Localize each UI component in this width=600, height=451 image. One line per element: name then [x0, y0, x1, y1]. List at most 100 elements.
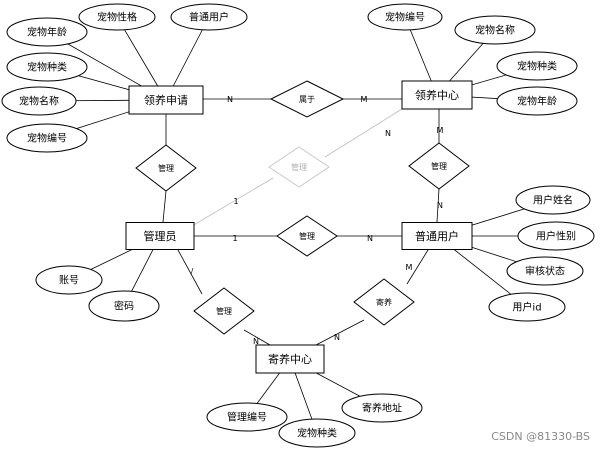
cardinality-label: N: [253, 337, 259, 346]
attribute[interactable]: 宠物年龄: [6, 17, 88, 47]
cardinality-label: N: [437, 201, 443, 210]
attribute-oval: [488, 292, 566, 322]
attribute-oval: [35, 265, 103, 295]
relationship[interactable]: 管理: [408, 142, 470, 190]
attribute-oval: [6, 17, 88, 47]
attribute[interactable]: 管理编号: [206, 402, 288, 432]
cardinality-label: 1: [233, 197, 238, 206]
relationship[interactable]: 寄养: [353, 278, 415, 326]
relationship-edge: [191, 177, 274, 227]
attribute[interactable]: 宠物种类: [278, 418, 356, 448]
attribute-label: 宠物名称: [475, 24, 515, 37]
attribute-oval: [454, 15, 536, 45]
attribute-label: 管理编号: [227, 411, 267, 424]
attribute-label: 用户性别: [536, 230, 576, 243]
attribute[interactable]: 寄养地址: [341, 393, 423, 423]
entity-box: [128, 85, 204, 115]
attribute[interactable]: 审核状态: [506, 256, 584, 286]
entity-box: [125, 222, 195, 250]
attribute[interactable]: 用户姓名: [515, 185, 591, 215]
entity-label: 管理员: [144, 229, 177, 243]
relationship[interactable]: 管理: [276, 215, 338, 257]
relationship[interactable]: 属于: [269, 80, 345, 118]
cardinality-label: N: [334, 333, 340, 342]
attribute-label: 宠物种类: [27, 61, 67, 74]
relationship-label: 管理: [158, 163, 174, 173]
attribute[interactable]: 宠物名称: [1, 86, 77, 116]
relationship-label: 管理: [291, 162, 307, 172]
attribute-oval: [6, 52, 88, 82]
relationship[interactable]: 管理: [135, 144, 197, 192]
attribute[interactable]: 宠物性格: [78, 3, 156, 31]
attribute-oval: [1, 86, 77, 116]
entity-box: [401, 80, 473, 110]
entity-admin[interactable]: 管理员: [125, 222, 195, 250]
entity-foster[interactable]: 寄养中心: [255, 344, 325, 374]
relationship[interactable]: 管理: [268, 146, 330, 188]
cardinality-label: N: [367, 234, 373, 243]
entity-label: 领养申请: [144, 93, 188, 107]
relationship-edge: [243, 329, 271, 346]
attribute[interactable]: 宠物编号: [367, 3, 443, 31]
attribute-label: 宠物种类: [297, 427, 337, 440]
cardinality-label: M: [437, 126, 444, 135]
entity-box: [401, 222, 473, 250]
attribute-label: 审核状态: [525, 265, 565, 278]
entity-user[interactable]: 普通用户: [401, 222, 473, 250]
attribute[interactable]: 宠物种类: [6, 52, 88, 82]
relationship-edge: [177, 249, 203, 295]
attribute-oval: [496, 51, 578, 81]
entity-apply[interactable]: 领养申请: [128, 85, 204, 115]
attribute-label: 宠物编号: [385, 11, 425, 24]
relationship-edge: [436, 188, 440, 223]
relationship-label: 管理: [299, 231, 315, 241]
attribute-label: 寄养地址: [362, 402, 402, 415]
attribute[interactable]: 密码: [88, 290, 160, 322]
attribute-oval: [367, 3, 443, 31]
attribute-label: 用户id: [512, 301, 541, 314]
attribute-label: 用户姓名: [533, 194, 573, 207]
cardinality-label: N: [227, 95, 233, 104]
attribute[interactable]: 账号: [35, 265, 103, 295]
attribute[interactable]: 宠物种类: [496, 51, 578, 81]
cardinality-label: /: [191, 267, 194, 276]
attribute-label: 宠物名称: [19, 95, 59, 108]
cardinality-label: M: [361, 95, 368, 104]
relationship-diamond: [193, 287, 255, 335]
relationship-diamond: [353, 278, 415, 326]
attribute-oval: [88, 290, 160, 322]
attribute[interactable]: 宠物年龄: [496, 86, 578, 116]
attribute[interactable]: 宠物编号: [6, 123, 88, 153]
attribute-label: 密码: [114, 300, 134, 313]
entity-center[interactable]: 领养中心: [401, 80, 473, 110]
relationship-diamond: [408, 142, 470, 190]
relationship-edge: [315, 319, 365, 346]
relationship-edge: [406, 249, 429, 285]
attribute-label: 宠物年龄: [27, 26, 67, 39]
attribute-oval: [6, 123, 88, 153]
attribute-oval: [278, 418, 356, 448]
cardinality-label: 1: [232, 234, 237, 243]
attribute-oval: [517, 221, 595, 251]
entity-label: 领养中心: [415, 88, 459, 102]
attribute[interactable]: 普通用户: [170, 3, 248, 31]
attribute-oval: [170, 3, 248, 31]
attribute[interactable]: 用户性别: [517, 221, 595, 251]
attribute-label: 宠物性格: [97, 11, 137, 24]
cardinality-label: M: [406, 263, 413, 272]
relationship-label: 属于: [299, 95, 315, 104]
attribute-label: 账号: [59, 275, 79, 287]
attribute-oval: [515, 185, 591, 215]
attribute-oval: [341, 393, 423, 423]
relationship-label: 管理: [431, 161, 447, 171]
attribute[interactable]: 用户id: [488, 292, 566, 322]
relationship-diamond: [268, 146, 330, 188]
entity-box: [255, 344, 325, 374]
attribute-oval: [506, 256, 584, 286]
attribute-label: 普通用户: [189, 11, 229, 24]
relationship[interactable]: 管理: [193, 287, 255, 335]
relationship-diamond: [269, 80, 345, 118]
attribute[interactable]: 宠物名称: [454, 15, 536, 45]
cardinality-label: N: [385, 129, 391, 138]
